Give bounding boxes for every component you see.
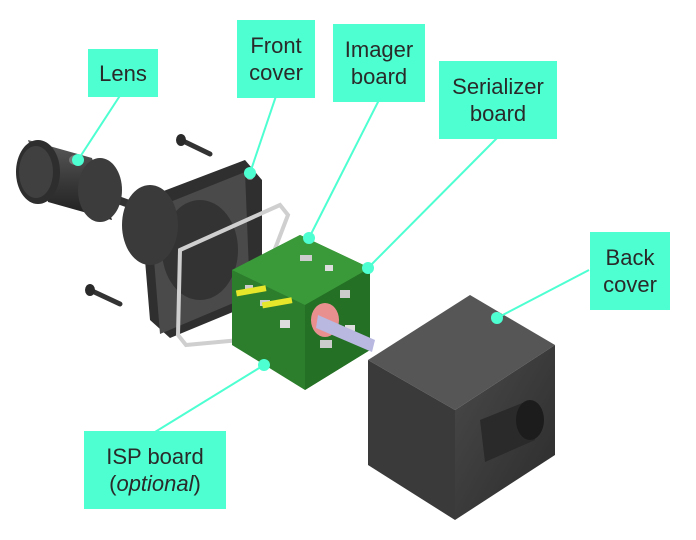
label-front-cover: Front cover [237, 20, 315, 98]
shaft-part [316, 315, 375, 352]
label-isp-board-line2: (optional) [109, 470, 201, 497]
label-serializer-board-line2: board [469, 101, 527, 126]
screw-top [176, 134, 213, 157]
leader-imager-board [308, 99, 380, 239]
leader-back-cover [496, 269, 590, 319]
label-front-cover-line1: Front [250, 33, 302, 58]
leader-serializer-board [367, 137, 498, 269]
leader-front-cover [249, 95, 277, 174]
label-serializer-board: Serializer board [439, 61, 557, 139]
leader-lines [77, 90, 590, 433]
label-imager-board-line1: Imager [344, 37, 414, 62]
label-isp-board-note: optional [116, 471, 194, 496]
screw-bottom [85, 284, 123, 307]
label-imager-board: Imager board [333, 24, 425, 102]
label-lens-text: Lens [99, 60, 147, 86]
leader-isp-board [154, 364, 265, 433]
leader-lens [77, 90, 124, 161]
label-isp-board-paren-close: ) [193, 471, 201, 496]
label-isp-board-line1: ISP board [106, 444, 204, 469]
label-serializer-board-line1: Serializer [452, 74, 544, 99]
leader-dots [72, 154, 503, 371]
label-back-cover: Back cover [590, 232, 670, 310]
lens-part [16, 140, 141, 222]
label-back-cover-line2: cover [603, 272, 657, 297]
label-front-cover-line2: cover [249, 60, 303, 85]
label-isp-board-paren-open: ( [109, 471, 117, 496]
label-isp-board: ISP board (optional) [84, 431, 226, 509]
label-imager-board-line2: board [350, 64, 408, 89]
back-cover-part [368, 295, 555, 520]
label-lens: Lens [88, 49, 158, 97]
label-back-cover-line1: Back [605, 245, 655, 270]
